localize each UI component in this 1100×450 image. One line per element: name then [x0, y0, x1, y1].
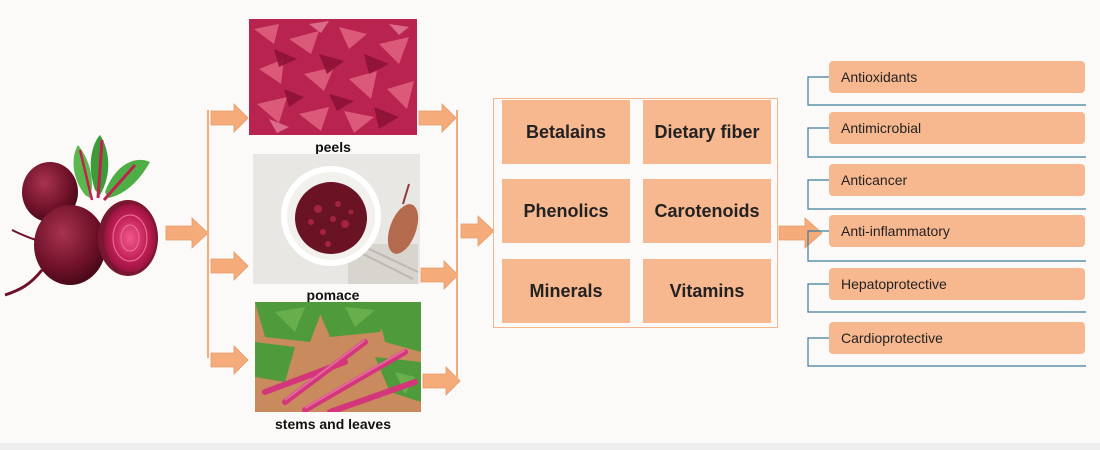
compound-dietary-fiber: Dietary fiber	[643, 100, 771, 164]
source-label-peels: peels	[315, 139, 351, 155]
effect-hepatoprotective: Hepatoprotective	[829, 268, 1085, 300]
source-label-stems-and-leaves: stems and leaves	[275, 416, 391, 432]
beetroot-illustration	[0, 120, 165, 305]
stems-and-leaves-photo	[255, 302, 421, 412]
effect-cardioprotective: Cardioprotective	[829, 322, 1085, 354]
compound-minerals: Minerals	[502, 259, 630, 323]
effect-anticancer: Anticancer	[829, 164, 1085, 196]
bottom-strip	[0, 443, 1100, 450]
compound-carotenoids: Carotenoids	[643, 179, 771, 243]
compounds-frame	[493, 98, 778, 328]
source-label-pomace: pomace	[306, 287, 360, 303]
effect-anti-inflammatory: Anti-inflammatory	[829, 215, 1085, 247]
compound-betalains: Betalains	[502, 100, 630, 164]
peels-photo	[249, 19, 417, 135]
effect-antioxidants: Antioxidants	[829, 61, 1085, 93]
pomace-photo	[253, 154, 420, 284]
compound-vitamins: Vitamins	[643, 259, 771, 323]
compound-phenolics: Phenolics	[502, 179, 630, 243]
effect-antimicrobial: Antimicrobial	[829, 112, 1085, 144]
